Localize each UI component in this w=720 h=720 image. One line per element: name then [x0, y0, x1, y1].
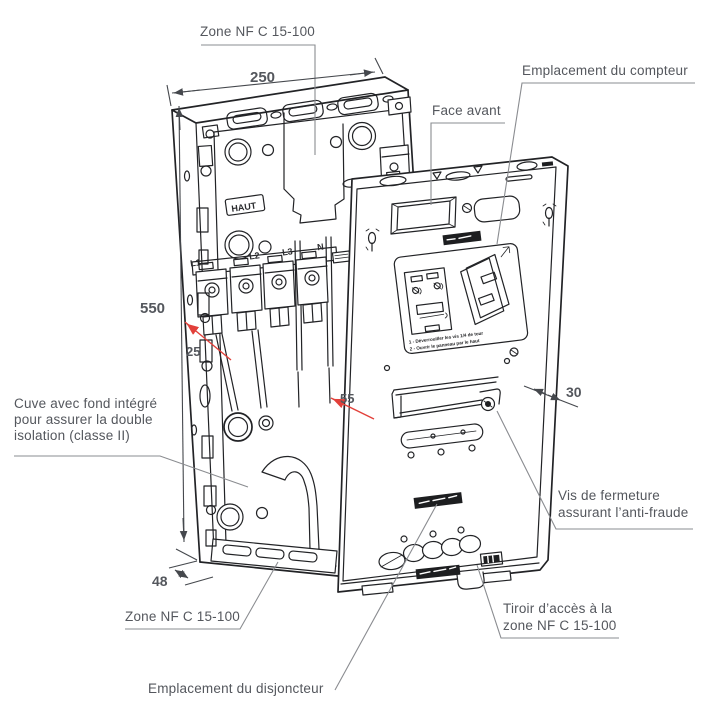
cuve-label-line3: isolation (classe II) — [14, 428, 130, 443]
face-avant-label: Face avant — [432, 103, 501, 118]
annotation-disjoncteur: Emplacement du disjoncteur — [148, 503, 438, 696]
screw — [407, 451, 415, 459]
terminal-label-n: N — [316, 242, 324, 253]
meter-zone-cutout — [283, 112, 345, 224]
screw — [437, 448, 445, 456]
sealed-hatch — [383, 357, 511, 419]
disjoncteur-label: Emplacement du disjoncteur — [148, 681, 324, 696]
bottom-knockouts — [378, 526, 482, 571]
dimension-width-250: 250 — [166, 57, 384, 107]
annotation-tiroir: Tiroir d’accès à la zone NF C 15-100 — [476, 564, 619, 639]
vent-grille — [479, 551, 504, 567]
compteur-label: Emplacement du compteur — [522, 63, 688, 78]
anti-fraud-screw — [480, 396, 496, 412]
terminal-label-l3: L3 — [281, 246, 293, 257]
terminal-label-l1: L1 — [189, 257, 201, 268]
zone-top-label: Zone NF C 15-100 — [200, 24, 315, 39]
dimension-red-25: 25 — [184, 321, 232, 361]
dim-55-value: 55 — [340, 391, 354, 406]
dim-25-value: 25 — [186, 344, 200, 359]
top-strip-details — [379, 161, 554, 187]
dim-30-value: 30 — [566, 384, 582, 400]
drawer-tab — [456, 571, 485, 590]
recessed-window — [390, 196, 457, 235]
dim-250-value: 250 — [250, 69, 275, 86]
dimension-depth-48: 48 — [152, 560, 214, 589]
screw — [461, 202, 473, 214]
screw — [509, 347, 519, 357]
annotation-zone-top: Zone NF C 15-100 — [200, 24, 316, 155]
annotation-zone-bottom: Zone NF C 15-100 — [125, 561, 279, 630]
screw — [468, 444, 476, 452]
dim-48-value: 48 — [152, 573, 168, 589]
annotations: Zone NF C 15-100 250 550 48 30 — [14, 24, 695, 696]
tiroir-label-line2: zone NF C 15-100 — [503, 618, 617, 633]
dimension-height-550: 550 — [140, 105, 198, 561]
dim-550-value: 550 — [140, 300, 165, 317]
lower-slot — [400, 423, 484, 449]
left-wall-details — [183, 124, 220, 547]
small-label — [331, 250, 352, 264]
barcode-label — [442, 230, 482, 246]
vis-label-line1: Vis de fermeture — [558, 488, 660, 503]
barcode-label — [415, 564, 461, 580]
cuve-label-line1: Cuve avec fond intégré — [14, 396, 157, 411]
tiroir-label-line1: Tiroir d’accès à la — [503, 601, 612, 616]
barcode-label — [413, 492, 463, 509]
dimension-red-55: 55 — [330, 391, 375, 420]
rounded-opening — [473, 195, 521, 223]
zone-bottom-label: Zone NF C 15-100 — [125, 609, 240, 624]
annotation-face-avant: Face avant — [430, 103, 505, 205]
quarter-turn-screw-right — [542, 203, 557, 227]
terminal-label-l2: L2 — [248, 250, 260, 261]
annotation-cuve: Cuve avec fond intégré pour assurer la d… — [14, 396, 249, 488]
quarter-turn-screw-left — [365, 228, 380, 252]
bottom-tray — [210, 538, 338, 574]
vis-label-line2: assurant l’anti-fraude — [558, 505, 688, 520]
terminal-blocks — [195, 256, 329, 336]
cuve-label-line2: pour assurer la double — [14, 412, 153, 427]
conduit-channel — [261, 455, 320, 551]
haut-marking: HAUT — [224, 194, 266, 216]
annotation-compteur: Emplacement du compteur — [496, 63, 695, 245]
annotation-vis-fermeture: Vis de fermeture assurant l’anti-fraude — [496, 410, 693, 530]
top-knockout-slots — [226, 92, 394, 130]
front-cover-drawing: 1 - Déverrouiller les vis 1/4 de tour 2 … — [337, 156, 569, 596]
haut-label: HAUT — [231, 200, 258, 213]
dimension-cover-30: 30 — [523, 384, 582, 408]
